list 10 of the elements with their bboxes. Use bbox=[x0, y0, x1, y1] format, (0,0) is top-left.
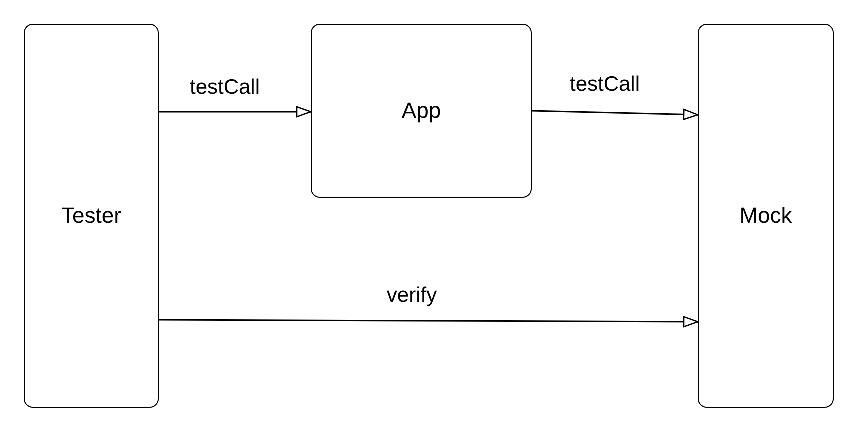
process-box bbox=[311, 24, 532, 198]
node-label: App bbox=[402, 98, 442, 124]
process-box bbox=[24, 24, 159, 408]
node-label: Tester bbox=[62, 203, 122, 229]
node-label: Mock bbox=[740, 203, 792, 229]
arrow bbox=[532, 109, 699, 120]
arrow bbox=[159, 316, 699, 328]
arrow bbox=[159, 106, 312, 118]
process-box bbox=[698, 24, 834, 408]
edge-label: verify bbox=[384, 284, 440, 308]
